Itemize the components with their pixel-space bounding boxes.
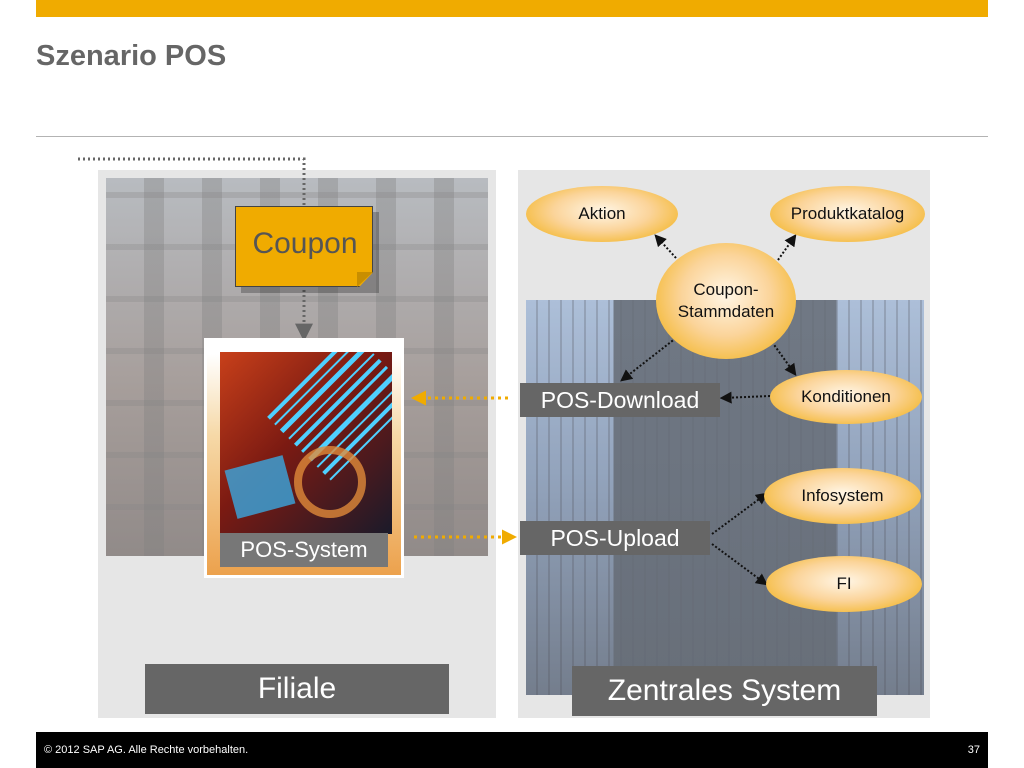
zentrales-system-label: Zentrales System xyxy=(572,666,877,716)
node-coupon-stammdaten: Coupon- Stammdaten xyxy=(656,243,796,359)
konditionen-to-download-arrow xyxy=(719,391,771,404)
node-fi-label: FI xyxy=(836,574,852,593)
node-konditionen: Konditionen xyxy=(770,370,922,424)
top-accent-bar xyxy=(36,0,988,17)
footer-bar xyxy=(36,732,988,768)
slide-title: Szenario POS xyxy=(36,40,227,72)
node-infosystem-label: Infosystem xyxy=(801,486,884,505)
stammdaten-to-produktkatalog-arrow xyxy=(777,234,797,261)
upload-to-fi-arrow xyxy=(711,543,768,586)
pos-system-frame xyxy=(204,338,404,578)
node-aktion: Aktion xyxy=(526,186,678,242)
stammdaten-to-aktion-arrow xyxy=(654,234,677,259)
node-produktkatalog: Produktkatalog xyxy=(770,186,925,242)
node-konditionen-label: Konditionen xyxy=(801,387,891,406)
title-divider xyxy=(36,136,988,137)
pos-download-label: POS-Download xyxy=(520,383,720,417)
node-fi: FI xyxy=(766,556,922,612)
page-number: 37 xyxy=(967,744,980,756)
node-infosystem: Infosystem xyxy=(764,468,921,524)
node-aktion-label: Aktion xyxy=(578,204,626,223)
coupon-label: Coupon xyxy=(252,227,358,260)
stammdaten-to-download-arrow xyxy=(620,337,677,382)
footer-copyright: © 2012 SAP AG. Alle Rechte vorbehalten. xyxy=(44,744,249,756)
pos-system-label: POS-System xyxy=(220,533,388,567)
node-produktkatalog-label: Produktkatalog xyxy=(790,204,905,223)
filiale-label: Filiale xyxy=(145,664,449,714)
barcode-icon xyxy=(224,352,392,519)
coupon-note: Coupon xyxy=(235,206,373,287)
node-coupon-stammdaten-label: Coupon- Stammdaten xyxy=(677,280,775,321)
barcode-scanner-graphic xyxy=(220,352,392,534)
stammdaten-to-konditionen-arrow xyxy=(771,341,797,376)
upload-to-infosystem-arrow xyxy=(711,492,768,535)
pos-upload-label: POS-Upload xyxy=(520,521,710,555)
coupon-dotted-line xyxy=(78,157,306,206)
